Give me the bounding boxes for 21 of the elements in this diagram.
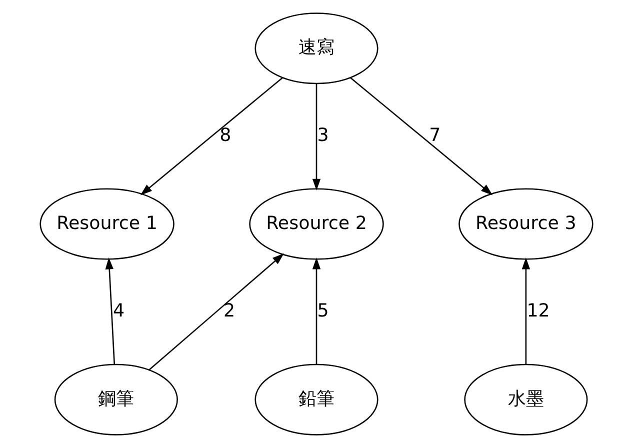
arrow bbox=[350, 77, 492, 196]
node-ellipse: 鋼筆 bbox=[54, 364, 178, 436]
arrow bbox=[312, 258, 320, 364]
edge-label: 7 bbox=[428, 125, 440, 146]
arrow bbox=[104, 258, 115, 364]
edge-label: 3 bbox=[316, 125, 328, 146]
node-ellipse: 速寫 bbox=[254, 12, 378, 84]
arrow bbox=[148, 253, 284, 370]
node-ellipse: Resource 3 bbox=[458, 188, 593, 260]
node-ellipse: Resource 1 bbox=[39, 188, 174, 260]
edge-label: 12 bbox=[526, 300, 550, 322]
edge-label: 8 bbox=[219, 125, 231, 146]
node-ellipse: 水墨 bbox=[464, 364, 588, 436]
edge-label: 4 bbox=[112, 300, 124, 322]
node-ellipse: 鉛筆 bbox=[254, 364, 378, 436]
arrow bbox=[140, 77, 282, 196]
node-ellipse: Resource 2 bbox=[248, 188, 384, 260]
edge-label: 2 bbox=[223, 300, 235, 322]
arrow bbox=[521, 258, 530, 364]
edge-label: 5 bbox=[316, 300, 328, 322]
arrow bbox=[312, 84, 320, 191]
